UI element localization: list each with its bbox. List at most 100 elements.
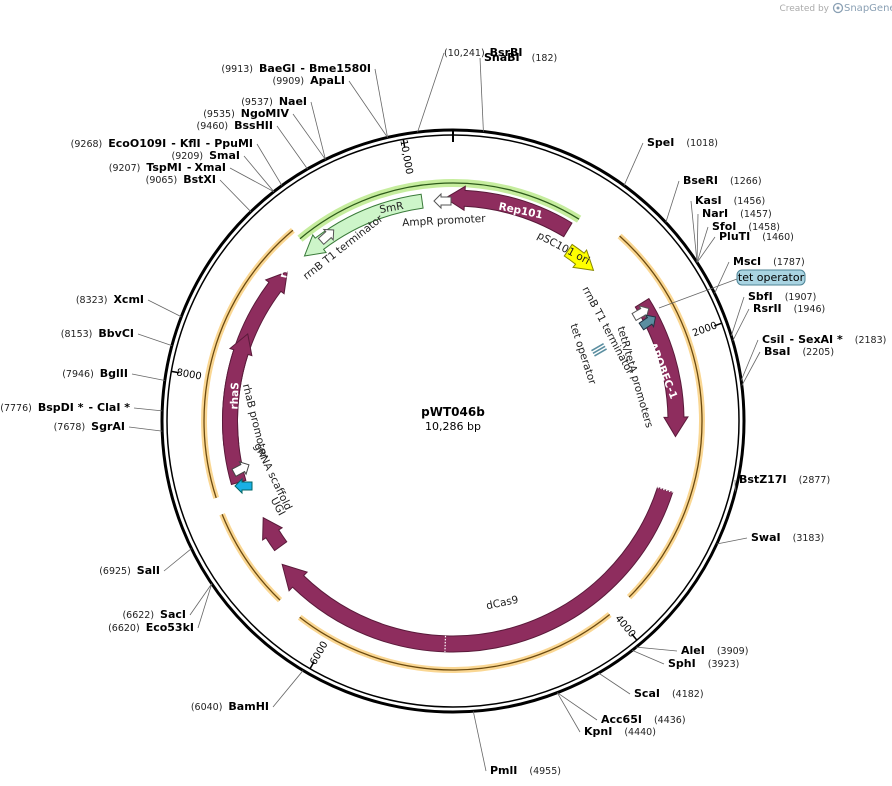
site-leader-msci bbox=[714, 261, 730, 294]
site-enzyme-scai: ScaI bbox=[634, 687, 660, 700]
site-enzyme-kasi: KasI bbox=[695, 194, 722, 207]
tick-mark bbox=[402, 139, 406, 148]
site-label-bsai: BsaI(2205) bbox=[764, 345, 834, 358]
site-label-bsrbi: (10,241)BsrBI bbox=[444, 46, 523, 59]
site-label-sbfi: SbfI(1907) bbox=[748, 290, 816, 303]
grna-scaffold-icon bbox=[234, 477, 253, 495]
site-label-bseri: BseRI(1266) bbox=[683, 174, 762, 187]
credit-text: Created by bbox=[779, 4, 829, 14]
site-enzyme-naei: NaeI bbox=[279, 95, 307, 108]
site-leader-baegi bbox=[374, 68, 388, 138]
snapgene-logo-icon bbox=[832, 2, 844, 14]
site-leader-pmli bbox=[472, 711, 487, 772]
site-leader-sali bbox=[163, 548, 192, 572]
highlight-rhas-line bbox=[221, 514, 281, 601]
site-position-csii: (2183) bbox=[855, 335, 887, 346]
site-label-acc65i: Acc65I(4436) bbox=[601, 713, 686, 726]
site-position-acc65i: (4436) bbox=[654, 715, 686, 726]
site-leader-bstxi bbox=[219, 179, 252, 212]
feature-rep101 bbox=[444, 185, 573, 238]
site-enzyme-2: SexAI * bbox=[798, 333, 843, 346]
site-enzyme-kpni: KpnI bbox=[584, 725, 612, 738]
site-label-nari: NarI(1457) bbox=[702, 207, 772, 220]
site-position-baegi: (9913) bbox=[221, 64, 253, 75]
site-position-ngomiv: (9535) bbox=[203, 109, 235, 120]
site-enzyme-bstz17i: BstZ17I bbox=[739, 473, 787, 486]
site-label-kpni: KpnI(4440) bbox=[584, 725, 656, 738]
tick-mark bbox=[171, 370, 180, 374]
site-leader-apali bbox=[348, 80, 388, 138]
feature-psc101-ori bbox=[563, 243, 595, 271]
feature-label-ampr-promoter: AmpR promoter bbox=[402, 213, 487, 229]
site-leader-bsshii bbox=[276, 125, 308, 170]
site-label-bbvci: (8153)BbvCI bbox=[61, 327, 134, 340]
site-leader-bamhi bbox=[272, 670, 304, 708]
site-enzyme-2: ClaI * bbox=[97, 401, 130, 414]
site-enzyme-sfoi: SfoI bbox=[712, 220, 736, 233]
highlight-green-top-line bbox=[299, 182, 580, 240]
site-leader-kpni bbox=[556, 692, 581, 733]
site-label-eco53ki: (6620)Eco53kI bbox=[108, 621, 194, 634]
site-enzyme-2: KflI bbox=[180, 137, 201, 150]
site-enzyme-alei: AleI bbox=[681, 644, 705, 657]
site-label-smai: (9209) SmaI bbox=[172, 149, 241, 162]
site-sep: - bbox=[187, 161, 191, 174]
site-leader-bseri bbox=[665, 180, 680, 223]
site-position-bspdi: (7776) bbox=[0, 403, 32, 414]
site-label-msci: MscI(1787) bbox=[733, 255, 805, 268]
site-enzyme-bstxi: BstXI bbox=[183, 173, 216, 186]
site-position-apali: (9909) bbox=[272, 76, 304, 87]
site-position-bstz17i: (2877) bbox=[799, 475, 831, 486]
site-enzyme-snabi: SnaBI bbox=[484, 51, 520, 64]
site-enzyme-smai: SmaI bbox=[209, 149, 240, 162]
site-position-sbfi: (1907) bbox=[785, 292, 817, 303]
site-enzyme-tspmi: TspMI bbox=[146, 161, 182, 174]
site-label-sphi: SphI(3923) bbox=[668, 657, 739, 670]
site-enzyme-apali: ApaLI bbox=[310, 74, 345, 87]
site-leader-snabi bbox=[479, 57, 484, 132]
site-position-ecoo109i: (9268) bbox=[71, 139, 103, 150]
rhab-promoter-arrow-icon bbox=[231, 461, 250, 477]
site-position-scai: (4182) bbox=[672, 689, 704, 700]
site-position-swai: (3183) bbox=[793, 533, 825, 544]
site-leader-csii bbox=[740, 339, 759, 381]
site-enzyme-nari: NarI bbox=[702, 207, 728, 220]
site-leader-smai bbox=[243, 155, 275, 192]
site-position-saci: (6622) bbox=[122, 610, 154, 621]
site-position-bamhi: (6040) bbox=[191, 702, 223, 713]
site-label-csii: CsiI-SexAI *(2183) bbox=[762, 333, 886, 346]
site-leader-bbvci bbox=[137, 333, 173, 347]
site-label-bglii: (7946)BglII bbox=[62, 367, 128, 380]
site-leader-sphi bbox=[631, 649, 665, 665]
site-label-sgrai: (7678)SgrAI bbox=[54, 420, 125, 433]
site-position-bsai: (2205) bbox=[802, 347, 834, 358]
brand-text: SnapGene bbox=[844, 3, 892, 14]
site-position-smai: (9209) bbox=[172, 151, 204, 162]
site-sep: - bbox=[300, 62, 305, 75]
site-sep: - bbox=[171, 137, 176, 150]
tick-label: 2000 bbox=[691, 320, 719, 339]
site-position-bbvci: (8153) bbox=[61, 329, 93, 340]
highlight-dcas9-left-line bbox=[299, 613, 611, 671]
site-leader-sbfi bbox=[730, 296, 745, 337]
site-position-msci: (1787) bbox=[773, 257, 805, 268]
site-position-pmli: (4955) bbox=[529, 766, 561, 777]
site-enzyme-ecoo109i: EcoO109I bbox=[108, 137, 166, 150]
site-position-bseri: (1266) bbox=[730, 176, 762, 187]
site-label-naei: (9537)NaeI bbox=[241, 95, 307, 108]
tick-mark bbox=[631, 633, 638, 641]
site-label-swai: SwaI(3183) bbox=[751, 531, 824, 544]
site-leader-ecoo109i bbox=[256, 143, 283, 186]
site-leader-saci bbox=[189, 583, 213, 616]
site-position-sfoi: (1458) bbox=[748, 222, 780, 233]
site-enzyme-xcmi: XcmI bbox=[113, 293, 144, 306]
site-label-bamhi: (6040)BamHI bbox=[191, 700, 269, 713]
dcas9-join-1 bbox=[444, 635, 447, 652]
site-leader-bsrbi bbox=[417, 52, 445, 133]
site-label-bsshii: (9460)BssHII bbox=[197, 119, 273, 132]
feature-apobec bbox=[634, 297, 689, 438]
tetr-promoter-icon bbox=[638, 314, 657, 331]
site-position-bstxi: (9065) bbox=[146, 175, 178, 186]
tet-operator-bars bbox=[591, 343, 607, 357]
